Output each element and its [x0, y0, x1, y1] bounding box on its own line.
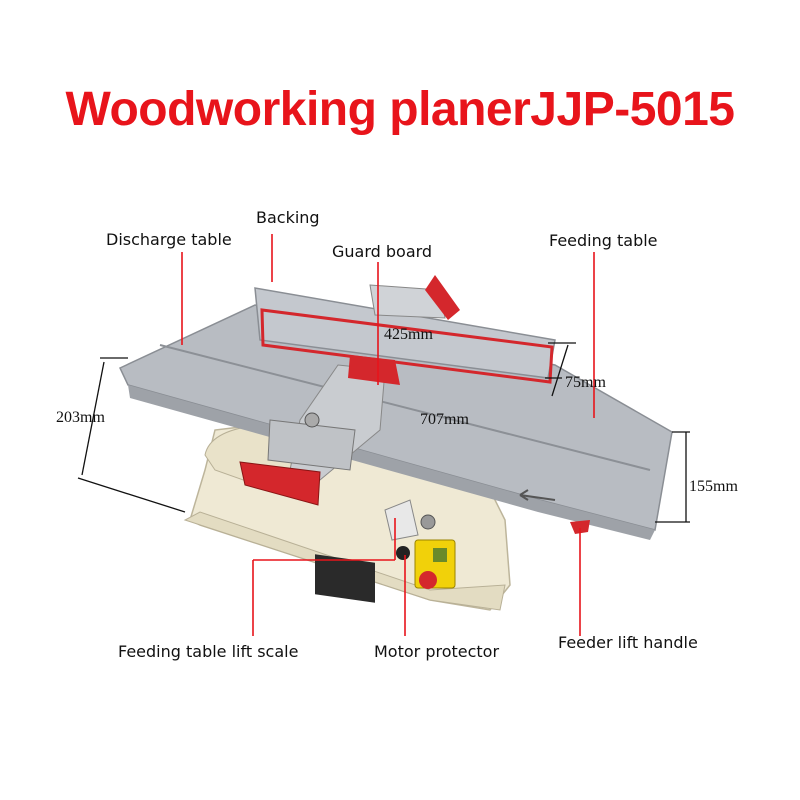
guard-red-part	[425, 275, 460, 320]
motor-protector-button	[396, 546, 410, 560]
label-feeder-lift-handle: Feeder lift handle	[558, 633, 698, 652]
lift-scale-knob	[420, 514, 436, 530]
label-feeding-table-lift-scale: Feeding table lift scale	[118, 642, 299, 661]
feeder-lift-handle	[570, 520, 590, 534]
label-backing: Backing	[256, 208, 320, 227]
label-discharge-table: Discharge table	[106, 230, 232, 249]
page-title: Woodworking planerJJP-5015	[65, 83, 735, 136]
dim-overall-height: 203mm	[56, 409, 105, 426]
dim-fence-length: 425mm	[384, 326, 433, 343]
dim-table-length: 707mm	[420, 411, 469, 428]
lift-scale-dial	[384, 499, 419, 541]
guard-knob	[304, 412, 320, 428]
base-foot	[183, 511, 506, 611]
dim-203-line	[81, 361, 105, 476]
dimension-lines	[77, 342, 690, 523]
guard-red-cap	[348, 355, 400, 385]
table-top-face	[128, 385, 655, 540]
fence-red-strip	[260, 308, 554, 384]
cutter-guard-block	[267, 419, 356, 471]
switch-stop-button	[419, 571, 437, 589]
table-groove	[159, 344, 651, 471]
label-plate	[315, 554, 375, 603]
dim-table-height: 155mm	[689, 478, 738, 495]
label-feeding-table: Feeding table	[549, 231, 658, 250]
cutter-guard	[239, 461, 321, 506]
callout-lines	[181, 234, 595, 636]
label-guard-board: Guard board	[332, 242, 433, 261]
feed-arrow	[519, 489, 556, 501]
dim-75-line	[551, 344, 569, 397]
label-motor-protector: Motor protector	[374, 642, 500, 661]
dim-fence-height: 75mm	[565, 374, 606, 391]
switch-start-button	[433, 548, 447, 562]
dim-203-bottom	[77, 477, 186, 513]
guard-bracket	[369, 284, 446, 319]
